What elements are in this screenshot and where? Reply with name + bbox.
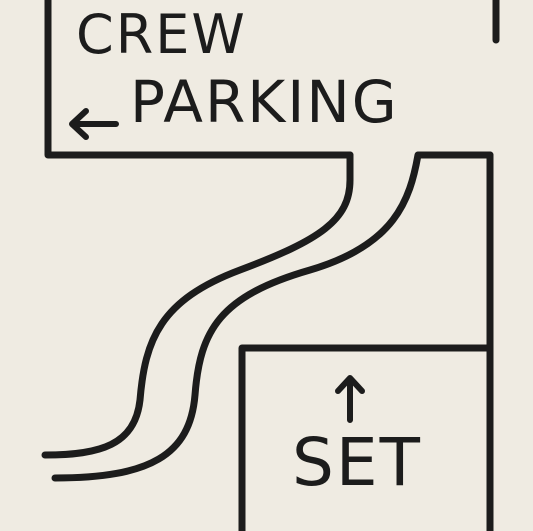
arrow-up-icon — [335, 375, 365, 423]
parking-label: PARKING — [130, 68, 399, 136]
road-right-edge — [51, 151, 494, 482]
set-box — [238, 344, 494, 531]
arrow-left-icon — [69, 108, 119, 140]
road-left-edge — [41, 151, 354, 459]
set-label: SET — [292, 424, 422, 501]
crew-label: CREW — [76, 3, 247, 66]
crew-parking-box — [44, 0, 354, 159]
